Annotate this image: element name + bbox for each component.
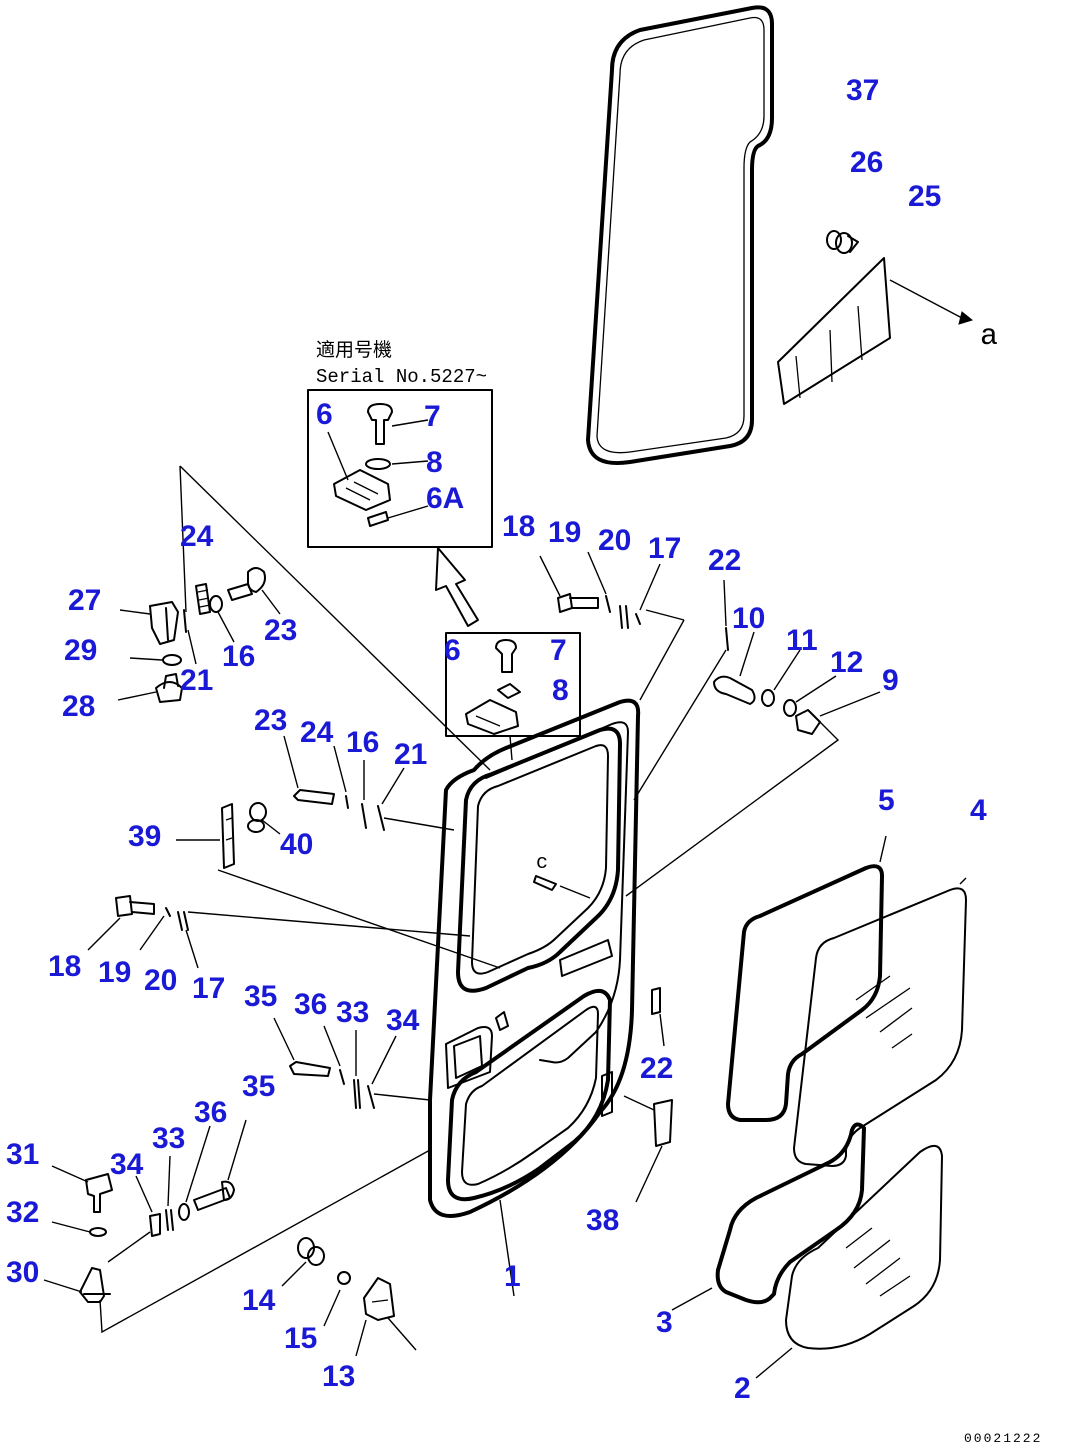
striker-parts: [281, 1237, 417, 1357]
callout-14: 14: [242, 1284, 276, 1317]
hinge-assembly-upper: [117, 465, 491, 771]
part-5-weatherstrip: [726, 835, 887, 1122]
jp-title: 適用号機: [316, 339, 392, 362]
serial-note: Serial No.5227~: [316, 366, 487, 388]
callout-12: 12: [830, 646, 863, 679]
view-c-marker: [533, 875, 591, 899]
callout-23-mid: 23: [254, 704, 287, 737]
part-25-cover-sheet: [777, 257, 974, 405]
view-ref-c: c: [536, 852, 548, 875]
part-22-lower: [651, 987, 665, 1047]
callout-39: 39: [128, 820, 161, 853]
drawing-code: 00021222: [964, 1431, 1042, 1446]
part-4-upper-glass: [793, 877, 967, 1167]
callout-40: 40: [280, 828, 313, 861]
callout-38: 38: [586, 1204, 619, 1237]
part-2-lower-glass: [755, 1145, 943, 1379]
callout-17-upper: 17: [648, 532, 681, 565]
callout-18-upper: 18: [502, 510, 535, 543]
callout-19-lower: 19: [98, 956, 131, 989]
hinge-inset: [445, 632, 581, 761]
part-1-door-frame: [428, 698, 641, 1297]
callout-1: 1: [504, 1260, 521, 1293]
hinge-pin-set-lower: [87, 895, 471, 969]
callout-7-inset: 7: [424, 400, 441, 433]
callout-21-mid: 21: [394, 738, 427, 771]
callout-33-mid: 33: [336, 996, 369, 1029]
serial-inset: [307, 389, 493, 548]
callout-17-lower: 17: [192, 972, 225, 1005]
callout-8-inset: 8: [426, 446, 443, 479]
hinge-assembly-middle: [283, 735, 455, 831]
callout-8-mid: 8: [552, 674, 569, 707]
callout-5: 5: [878, 784, 895, 817]
callout-27: 27: [68, 584, 101, 617]
inset-arrow: [435, 547, 479, 627]
callout-32: 32: [6, 1196, 39, 1229]
callout-22-upper: 22: [708, 544, 741, 577]
callout-2: 2: [734, 1372, 751, 1405]
callout-31: 31: [6, 1138, 39, 1171]
callout-20-upper: 20: [598, 524, 631, 557]
callout-34-mid: 34: [386, 1004, 420, 1037]
callout-35-mid: 35: [244, 980, 277, 1013]
latch-parts-upper: [625, 579, 881, 897]
callout-13: 13: [322, 1360, 355, 1393]
callout-35-bottom: 35: [242, 1070, 275, 1103]
callout-33-bottom: 33: [152, 1122, 185, 1155]
callout-36-bottom: 36: [194, 1096, 227, 1129]
callout-34-bottom: 34: [110, 1148, 144, 1181]
callout-4: 4: [970, 794, 987, 827]
callout-19-upper: 19: [548, 516, 581, 549]
part-38-cover: [623, 1095, 673, 1203]
callout-23-upper: 23: [264, 614, 297, 647]
callout-15: 15: [284, 1322, 317, 1355]
callout-18-lower: 18: [48, 950, 81, 983]
part-26-plug: [826, 230, 859, 254]
callout-6-mid: 6: [444, 634, 461, 667]
callout-36-mid: 36: [294, 988, 327, 1021]
hinge-assembly-lower-mid: [273, 1017, 431, 1109]
part-37-window-seal: [586, 5, 774, 465]
hinge-pin-set-upper: [539, 551, 685, 701]
callout-11: 11: [786, 624, 818, 657]
callout-16-mid: 16: [346, 726, 379, 759]
callout-6A-inset: 6A: [426, 482, 464, 515]
hinge-assembly-bottom: [43, 1119, 431, 1334]
callout-22-lower: 22: [640, 1052, 673, 1085]
callout-28: 28: [62, 690, 95, 723]
view-ref-a: a: [980, 320, 998, 354]
callout-29: 29: [64, 634, 97, 667]
part-39-40-stay: [176, 802, 501, 969]
callout-7-mid: 7: [550, 634, 567, 667]
callout-3: 3: [656, 1306, 673, 1339]
callout-20-lower: 20: [144, 964, 177, 997]
callout-26: 26: [850, 146, 883, 179]
callout-37: 37: [846, 74, 879, 107]
callout-24-mid: 24: [300, 716, 334, 749]
callout-30: 30: [6, 1256, 39, 1289]
callout-24-upper: 24: [180, 520, 214, 553]
callout-9: 9: [882, 664, 899, 697]
callout-16-upper: 16: [222, 640, 255, 673]
callout-6-inset: 6: [316, 398, 333, 431]
part-3-lower-weatherstrip: [671, 1122, 866, 1311]
callout-10: 10: [732, 602, 765, 635]
callout-25: 25: [908, 180, 941, 213]
callout-21-upper: 21: [180, 664, 213, 697]
